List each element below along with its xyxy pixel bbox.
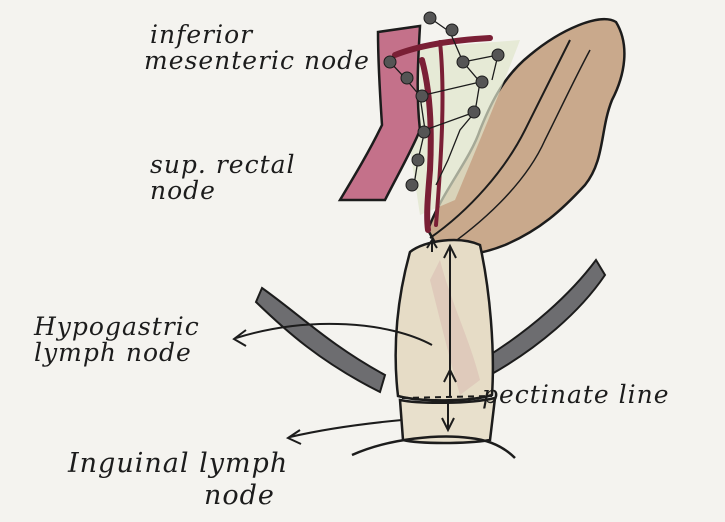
label-hypogastric-lymph-node: Hypogastric lymph node	[34, 314, 200, 367]
lymph-node	[446, 24, 458, 36]
levator-ani-right	[485, 260, 605, 375]
label-line: lymph node	[34, 340, 200, 366]
label-sup-rectal-node: sup. rectal node	[150, 152, 296, 205]
label-line: node	[150, 178, 296, 204]
label-line: Inguinal lymph	[68, 448, 288, 480]
label-line: node	[204, 480, 288, 512]
inguinal-arrow	[288, 420, 402, 444]
label-line: Hypogastric	[34, 314, 200, 340]
label-line: mesenteric node	[144, 48, 370, 74]
lymph-node	[418, 126, 430, 138]
lymph-node	[401, 72, 413, 84]
lymph-node	[412, 154, 424, 166]
lymph-node	[468, 106, 480, 118]
lymph-node	[416, 90, 428, 102]
label-inguinal-lymph-node: Inguinal lymph node	[68, 448, 288, 513]
label-pectinate-line: pectinate line	[482, 382, 670, 408]
lymph-node	[457, 56, 469, 68]
lymph-node	[476, 76, 488, 88]
lymph-node	[406, 179, 418, 191]
levator-ani-left	[256, 288, 385, 392]
lymph-node	[424, 12, 436, 24]
lymph-node	[492, 49, 504, 61]
label-inferior-mesenteric-node: inferior mesenteric node	[150, 22, 370, 75]
lymph-node	[384, 56, 396, 68]
label-line: inferior	[150, 22, 370, 48]
label-line: pectinate line	[482, 380, 670, 409]
label-line: sup. rectal	[150, 152, 296, 178]
